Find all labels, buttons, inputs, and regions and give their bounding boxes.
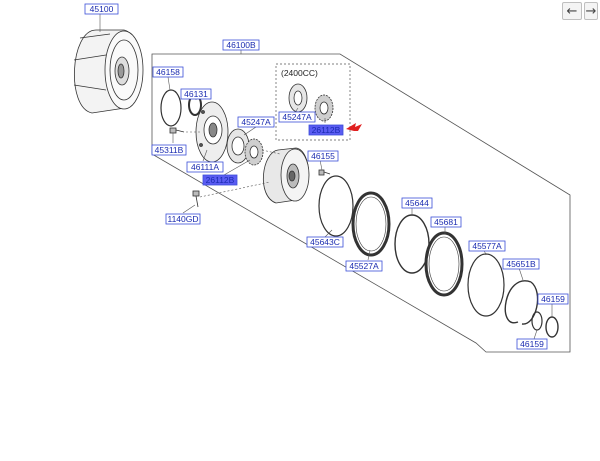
part-number-text: 46111A bbox=[191, 162, 219, 172]
red-arrow-icon bbox=[346, 123, 362, 131]
part-label-45247a[interactable]: 45247A bbox=[278, 111, 316, 123]
variant-box bbox=[275, 63, 351, 141]
part-label-26112b[interactable]: 26112B bbox=[308, 124, 344, 136]
part-label-45643c[interactable]: 45643C bbox=[306, 236, 344, 248]
part-label-box bbox=[152, 66, 184, 78]
outer-gear-main-drawing bbox=[226, 128, 250, 164]
part-label-1140gd[interactable]: 1140GD bbox=[165, 213, 201, 225]
bolt-1140gd-drawing bbox=[192, 190, 200, 208]
o-ring-46158-drawing bbox=[160, 89, 182, 127]
part-label-box bbox=[502, 258, 540, 270]
part-label-box bbox=[537, 293, 569, 305]
part-label-45644[interactable]: 45644 bbox=[401, 197, 433, 209]
inner-gear-main-drawing bbox=[244, 138, 264, 166]
ring-45527a-drawing bbox=[351, 191, 391, 257]
part-label-box bbox=[401, 197, 433, 209]
part-label-46111a[interactable]: 46111A bbox=[186, 161, 224, 173]
part-label-46159[interactable]: 46159 bbox=[537, 293, 569, 305]
part-label-box bbox=[430, 216, 462, 228]
part-number-text: 45527A bbox=[349, 261, 379, 271]
arrow-right-icon: → bbox=[585, 4, 597, 19]
part-label-box bbox=[84, 3, 119, 15]
leader-lines bbox=[99, 14, 553, 340]
part-label-46158[interactable]: 46158 bbox=[152, 66, 184, 78]
part-number-text: 46159 bbox=[520, 339, 544, 349]
part-number-text: 45311B bbox=[155, 145, 184, 155]
part-label-46159[interactable]: 46159 bbox=[516, 338, 548, 350]
part-label-45577a[interactable]: 45577A bbox=[468, 240, 506, 252]
part-label-45681[interactable]: 45681 bbox=[430, 216, 462, 228]
part-number-text: 45247A bbox=[282, 112, 312, 122]
part-number-text: 46158 bbox=[156, 67, 180, 77]
arrow-left-icon: ← bbox=[566, 4, 578, 19]
bolt-45311b-drawing bbox=[169, 127, 185, 134]
part-label-box bbox=[308, 124, 344, 136]
variant-note: (2400CC) bbox=[281, 68, 318, 78]
part-label-46131[interactable]: 46131 bbox=[180, 88, 212, 100]
part-number-text: 46159 bbox=[541, 294, 565, 304]
part-number-text: 46100B bbox=[226, 40, 256, 50]
part-number-text: 45644 bbox=[405, 198, 429, 208]
bolt-46155-drawing bbox=[318, 169, 331, 176]
part-number-text: 46131 bbox=[184, 89, 208, 99]
torque-converter-drawing bbox=[73, 29, 144, 114]
part-number-text: 45651B bbox=[506, 259, 536, 269]
part-label-46155[interactable]: 46155 bbox=[307, 150, 339, 162]
part-label-box bbox=[202, 174, 238, 186]
back-button[interactable]: ← bbox=[562, 2, 582, 20]
part-label-box bbox=[468, 240, 506, 252]
pump-cover-drawing bbox=[195, 101, 229, 163]
part-label-45651b[interactable]: 45651B bbox=[502, 258, 540, 270]
part-number-text: 45643C bbox=[310, 237, 340, 247]
part-label-box bbox=[165, 213, 201, 225]
part-number-text: 45577A bbox=[472, 241, 502, 251]
part-label-45527a[interactable]: 45527A bbox=[345, 260, 383, 272]
part-label-45247a[interactable]: 45247A bbox=[237, 116, 275, 128]
part-number-text: 26112B bbox=[206, 175, 235, 185]
part-label-45100[interactable]: 45100 bbox=[84, 3, 119, 15]
snap-ring-45651b-drawing bbox=[504, 280, 539, 325]
part-number-text: 45247A bbox=[241, 117, 271, 127]
part-number-text: 26112B bbox=[312, 125, 341, 135]
part-label-26112b[interactable]: 26112B bbox=[202, 174, 238, 186]
part-label-box bbox=[186, 161, 224, 173]
part-label-box bbox=[278, 111, 316, 123]
part-label-box bbox=[180, 88, 212, 100]
part-label-box bbox=[151, 144, 187, 156]
ring-45644-drawing bbox=[394, 214, 430, 274]
part-number-text: 46155 bbox=[311, 151, 335, 161]
part-label-box bbox=[516, 338, 548, 350]
assembly-outline bbox=[151, 53, 571, 353]
variant-gears-drawing bbox=[288, 83, 334, 122]
ring-45577a-drawing bbox=[467, 253, 505, 317]
pump-housing-drawing bbox=[263, 147, 310, 204]
part-label-box bbox=[237, 116, 275, 128]
ring-45643c-drawing bbox=[318, 175, 354, 237]
forward-button[interactable]: → bbox=[584, 2, 598, 20]
part-number-text: 1140GD bbox=[167, 214, 198, 224]
part-label-box bbox=[307, 150, 339, 162]
ring-45681-drawing bbox=[424, 231, 464, 297]
part-label-46100b[interactable]: 46100B bbox=[222, 39, 260, 51]
part-label-box bbox=[345, 260, 383, 272]
assembly-axis-lines bbox=[186, 131, 281, 198]
part-number-text: 45100 bbox=[90, 4, 114, 14]
part-number-text: 45681 bbox=[434, 217, 458, 227]
part-label-45311b[interactable]: 45311B bbox=[151, 144, 187, 156]
part-label-box bbox=[222, 39, 260, 51]
part-label-box bbox=[306, 236, 344, 248]
